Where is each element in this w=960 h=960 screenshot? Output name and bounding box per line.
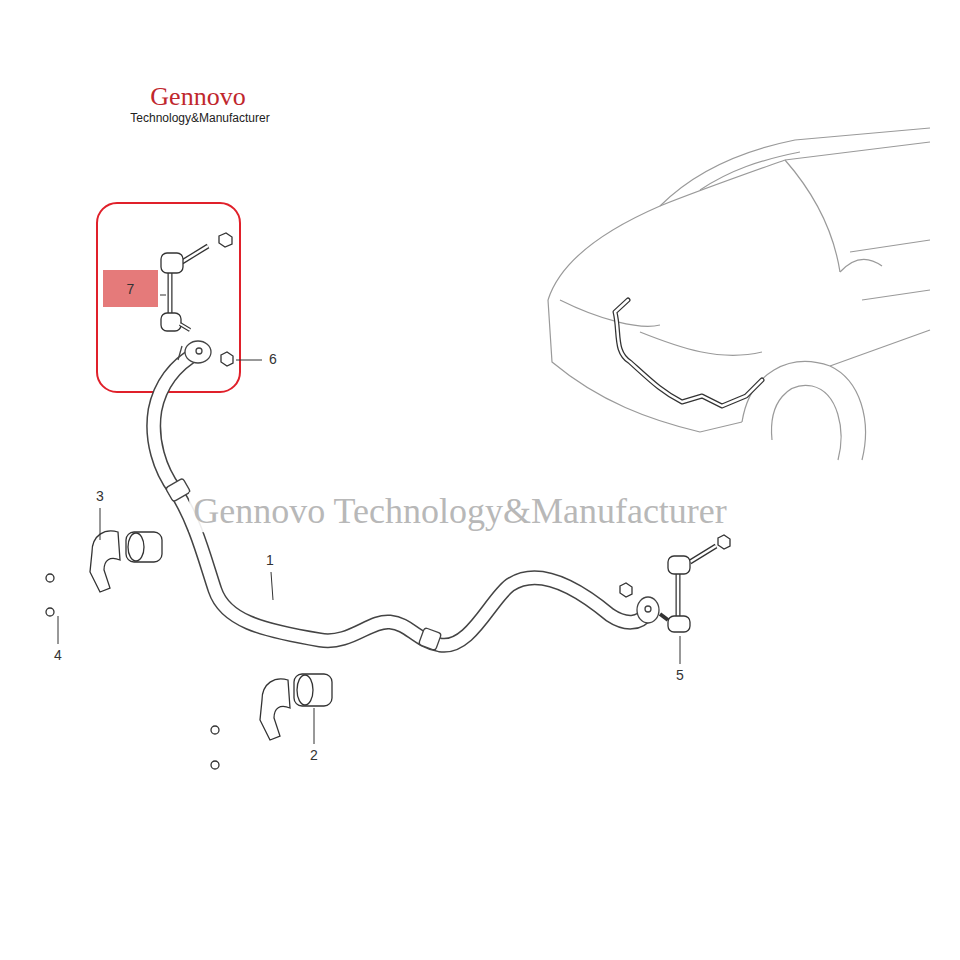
callout-number: 4 [54, 648, 62, 663]
brand-tagline: Technology&Manufacturer [130, 112, 269, 125]
nut [221, 352, 233, 366]
callout-number: 2 [310, 748, 318, 763]
highlight-callout-box: 7 [103, 270, 158, 307]
watermark: Gennovo Technology&Manufacturer [189, 492, 731, 532]
callout-number: 6 [269, 352, 277, 367]
stabilizer-link-5 [620, 535, 730, 632]
stabilizer-link-7 [161, 233, 232, 331]
callout-number: 1 [266, 553, 274, 568]
callout-number: 5 [676, 668, 684, 683]
callout-number: 7 [127, 281, 135, 297]
car-outline [548, 128, 930, 460]
highlight-frame [97, 203, 240, 392]
bracket-bushing-right [211, 674, 332, 769]
brand-logo: Gennovo [150, 83, 245, 112]
callout-number: 3 [96, 489, 104, 504]
wire-harness [615, 300, 762, 406]
bracket-bushing-left [46, 531, 162, 616]
